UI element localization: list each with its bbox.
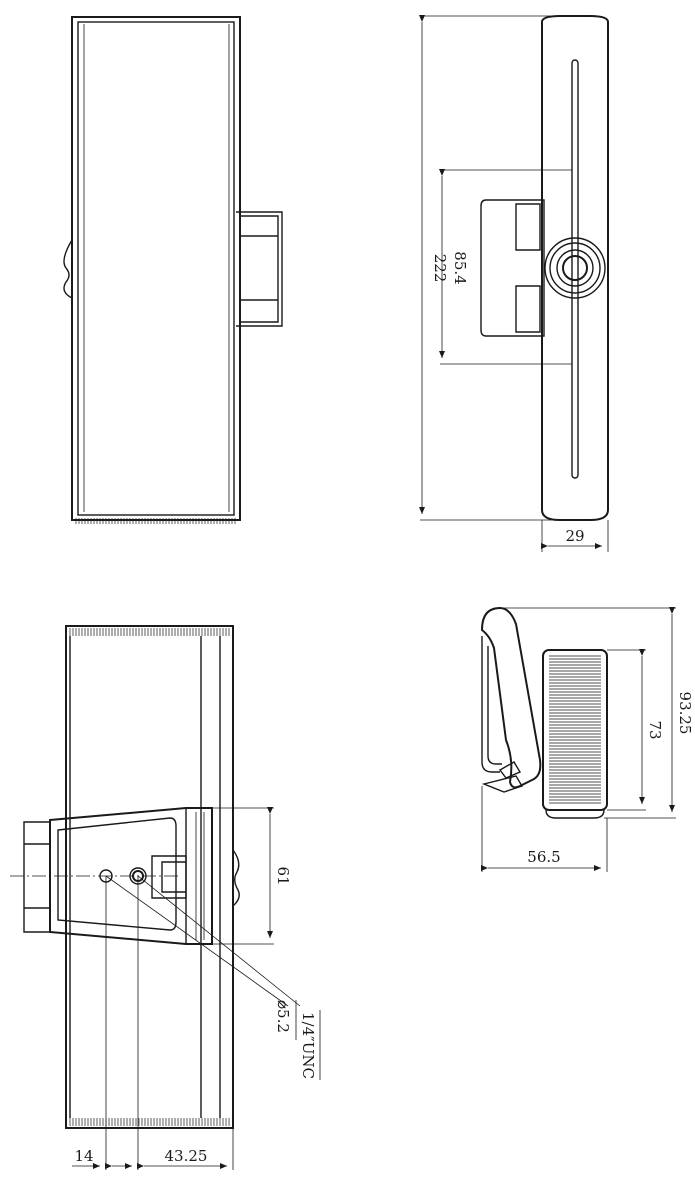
bottom-edge-hatching [75,518,236,524]
side-body [541,15,609,521]
label-hole-diameter: ⌀5.2 [274,1000,292,1033]
side-view: 222 85.4 29 [419,15,609,552]
front-mount-clip [236,211,283,327]
profile-clip [481,761,524,793]
back-view: ⌀5.2 1/4″UNC 61 14 43.25 [10,625,321,1170]
dim-depth: 29 [565,527,584,545]
dim-height-side: 93.25 [676,692,694,735]
sensor-grille [549,655,601,804]
dim-mount-span: 85.4 [451,251,469,284]
dim-side-width: 56.5 [527,848,560,866]
profile-hook [480,606,542,789]
side-profile-view: 93.25 73 56.5 [480,606,694,872]
clip-tab-center [151,855,187,899]
back-side-button [232,849,240,907]
dim-height-total: 222 [431,254,449,283]
sensor-panel [542,649,608,811]
clip-tab-left [23,821,51,933]
side-button [63,239,73,299]
bottom-edge-hatching-2 [69,1118,230,1126]
front-view [63,16,283,524]
top-edge-hatching [69,628,230,636]
dim-sensor-height: 73 [646,720,664,739]
dim-hole-spacing: 61 [274,866,292,885]
dim-offset-left: 14 [74,1147,93,1165]
label-thread: 1/4″UNC [299,1012,317,1079]
side-mount-bracket [480,199,545,337]
lens-icon [544,237,606,299]
dim-offset-right: 43.25 [165,1147,208,1165]
